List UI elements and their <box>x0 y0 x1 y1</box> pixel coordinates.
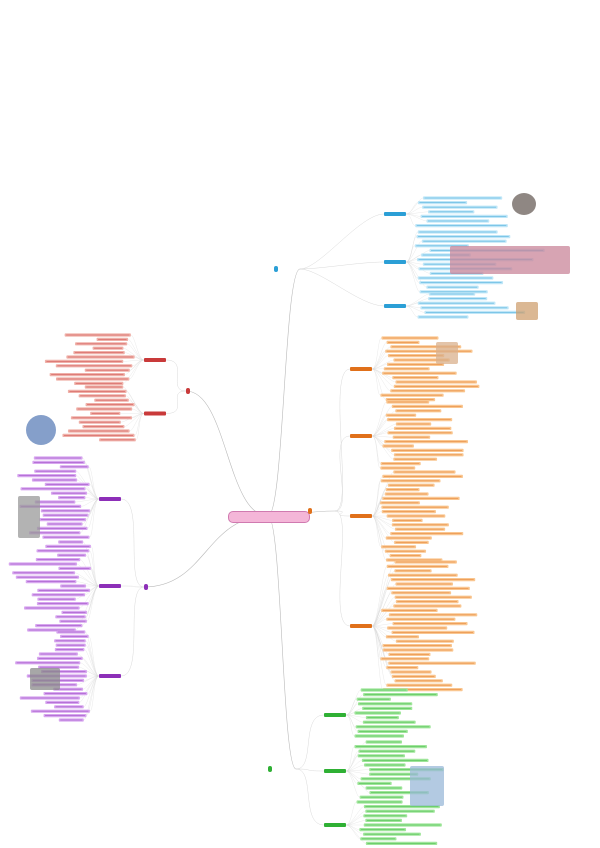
branch-label-green[interactable] <box>268 766 272 772</box>
chromosome-diagram-image <box>516 302 538 320</box>
connector-b5 <box>185 390 269 517</box>
cell-sketch-orange-image <box>436 342 458 364</box>
subconnector-b5-1 <box>165 390 187 414</box>
subconnector-b4-2 <box>120 586 145 677</box>
subtopic-b5-0 <box>144 358 166 362</box>
branch-label-purple[interactable] <box>144 584 148 590</box>
subtopic-b2-0 <box>350 367 372 371</box>
subconnector-b2-2 <box>334 510 351 517</box>
dna-diagram-image <box>450 246 570 274</box>
branch-label-orange[interactable] <box>308 508 312 514</box>
branch-label-blue[interactable] <box>274 266 278 272</box>
connector-b1 <box>267 268 301 517</box>
subtopic-b5-1 <box>144 411 166 416</box>
connector-b3 <box>267 515 297 770</box>
subtopic-b4-1 <box>99 584 121 588</box>
cell-diagram-red-image <box>26 415 56 445</box>
subtopic-b3-2 <box>324 823 346 827</box>
subconnector-b1-0 <box>299 213 385 270</box>
subconnector-b5-0 <box>165 359 187 392</box>
subconnector-b3-2 <box>295 768 325 826</box>
molecule-sketch-purple-image <box>30 668 60 690</box>
subtopic-b2-3 <box>350 624 372 628</box>
subconnector-b2-3 <box>334 510 351 627</box>
subtopic-b4-2 <box>99 674 121 678</box>
subtopic-b4-0 <box>99 497 121 501</box>
subtopic-b1-1 <box>384 260 406 264</box>
subconnector-b4-1 <box>120 585 145 588</box>
images-layer <box>18 193 570 806</box>
subconnector-b1-2 <box>299 268 385 307</box>
subtopic-b3-0 <box>324 713 346 717</box>
connector-b4 <box>143 515 269 588</box>
subtopic-b1-0 <box>384 212 406 216</box>
cell-photo-top-image <box>512 193 536 215</box>
subconnector-b3-1 <box>295 768 325 772</box>
subtopic-b2-2 <box>350 514 372 518</box>
subconnector-b1-1 <box>299 261 385 270</box>
subtopic-b1-2 <box>384 304 406 308</box>
connectors-layer <box>75 197 430 844</box>
structure-sketch-purple-image <box>18 496 40 538</box>
central-topic[interactable] <box>228 511 310 523</box>
subconnector-b3-0 <box>295 714 325 770</box>
subtopic-b3-1 <box>324 769 346 773</box>
branch-label-red[interactable] <box>186 388 190 394</box>
protein-diagram-green-image <box>410 766 444 806</box>
subtopic-b2-1 <box>350 434 372 438</box>
subconnector-b4-0 <box>120 498 145 588</box>
subconnector-b2-0 <box>334 368 351 512</box>
